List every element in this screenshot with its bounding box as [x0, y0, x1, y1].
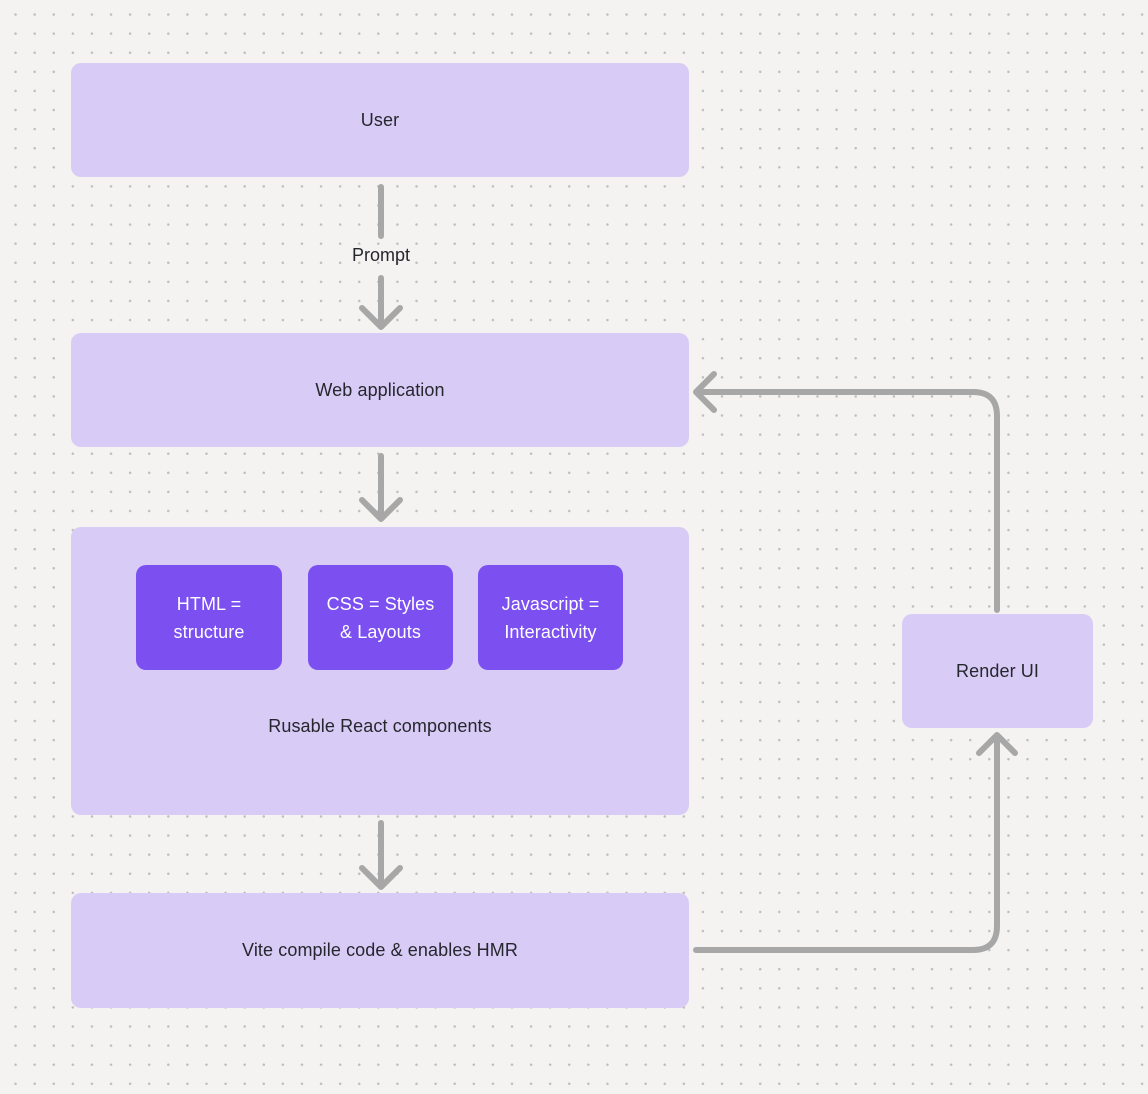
component-css-line2: & Layouts [340, 621, 421, 642]
component-javascript-line1: Javascript = [501, 593, 600, 614]
arrow-components-to-vite [359, 820, 403, 890]
node-render-ui-label: Render UI [956, 660, 1039, 681]
component-css-line1: CSS = Styles [326, 593, 435, 614]
node-vite: Vite compile code & enables HMR [71, 893, 689, 1008]
node-web-application: Web application [71, 333, 689, 447]
node-vite-label: Vite compile code & enables HMR [242, 940, 518, 960]
component-html: HTML = structure [136, 565, 282, 670]
component-javascript-line2: Interactivity [504, 621, 597, 642]
arrow-vite-to-renderui [693, 732, 1018, 953]
arrow-renderui-to-webapp [693, 371, 1000, 613]
edge-label-prompt: Prompt [351, 245, 411, 265]
component-html-line1: HTML = [176, 593, 242, 614]
node-render-ui: Render UI [902, 614, 1093, 728]
component-html-line2: structure [173, 621, 245, 642]
node-web-application-label: Web application [315, 379, 445, 400]
component-css: CSS = Styles & Layouts [308, 565, 453, 670]
node-user-label: User [360, 109, 400, 130]
component-javascript: Javascript = Interactivity [478, 565, 623, 670]
arrow-webapp-to-components [359, 453, 403, 522]
node-user: User [71, 63, 689, 177]
node-components-group: HTML = structure CSS = Styles & Layouts … [71, 527, 689, 815]
components-group-label: Rusable React components [268, 716, 492, 736]
